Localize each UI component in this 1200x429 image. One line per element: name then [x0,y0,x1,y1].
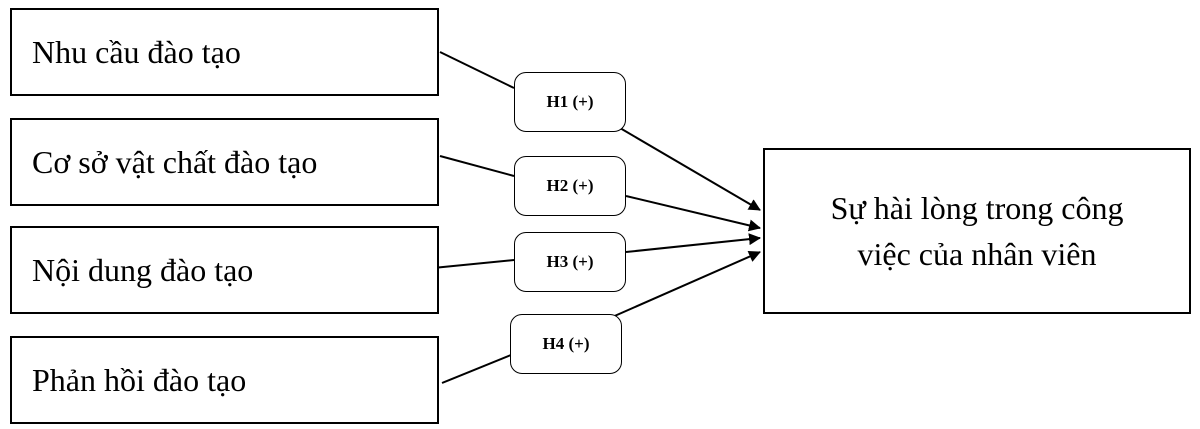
factor-label: Nhu cầu đào tạo [32,33,241,70]
connector-h4-in [441,354,512,384]
connector-h1-in [439,51,515,89]
hypothesis-text: H4 (+) [542,334,590,353]
arrow-h1 [619,127,761,211]
outcome-label-line2: việc của nhân viên [857,236,1097,272]
factor-box-training-content: Nội dung đào tạo [10,226,439,314]
outcome-box-job-satisfaction: Sự hài lòng trong công việc của nhân viê… [763,148,1191,314]
hypothesis-label-h4: H4 (+) [510,314,622,374]
factor-box-training-feedback: Phản hồi đào tạo [10,336,439,424]
arrow-h2 [625,195,761,232]
hypothesis-label-h1: H1 (+) [514,72,626,132]
connector-h3-in [432,259,515,269]
factor-label: Nội dung đào tạo [32,251,254,288]
factor-box-training-needs: Nhu cầu đào tạo [10,8,439,96]
factor-label: Cơ sở vật chất đào tạo [32,143,318,180]
hypothesis-text: H3 (+) [546,252,594,271]
connector-h2-in [439,155,515,177]
hypothesis-label-h3: H3 (+) [514,232,626,292]
outcome-label-line1: Sự hài lòng trong công [830,189,1124,226]
arrow-h3 [625,233,761,253]
hypothesis-text: H2 (+) [546,176,594,195]
factor-label: Phản hồi đào tạo [32,361,247,398]
hypothesis-label-h2: H2 (+) [514,156,626,216]
factor-box-training-facilities: Cơ sở vật chất đào tạo [10,118,439,206]
arrow-h4 [609,250,761,319]
hypothesis-text: H1 (+) [546,92,594,111]
